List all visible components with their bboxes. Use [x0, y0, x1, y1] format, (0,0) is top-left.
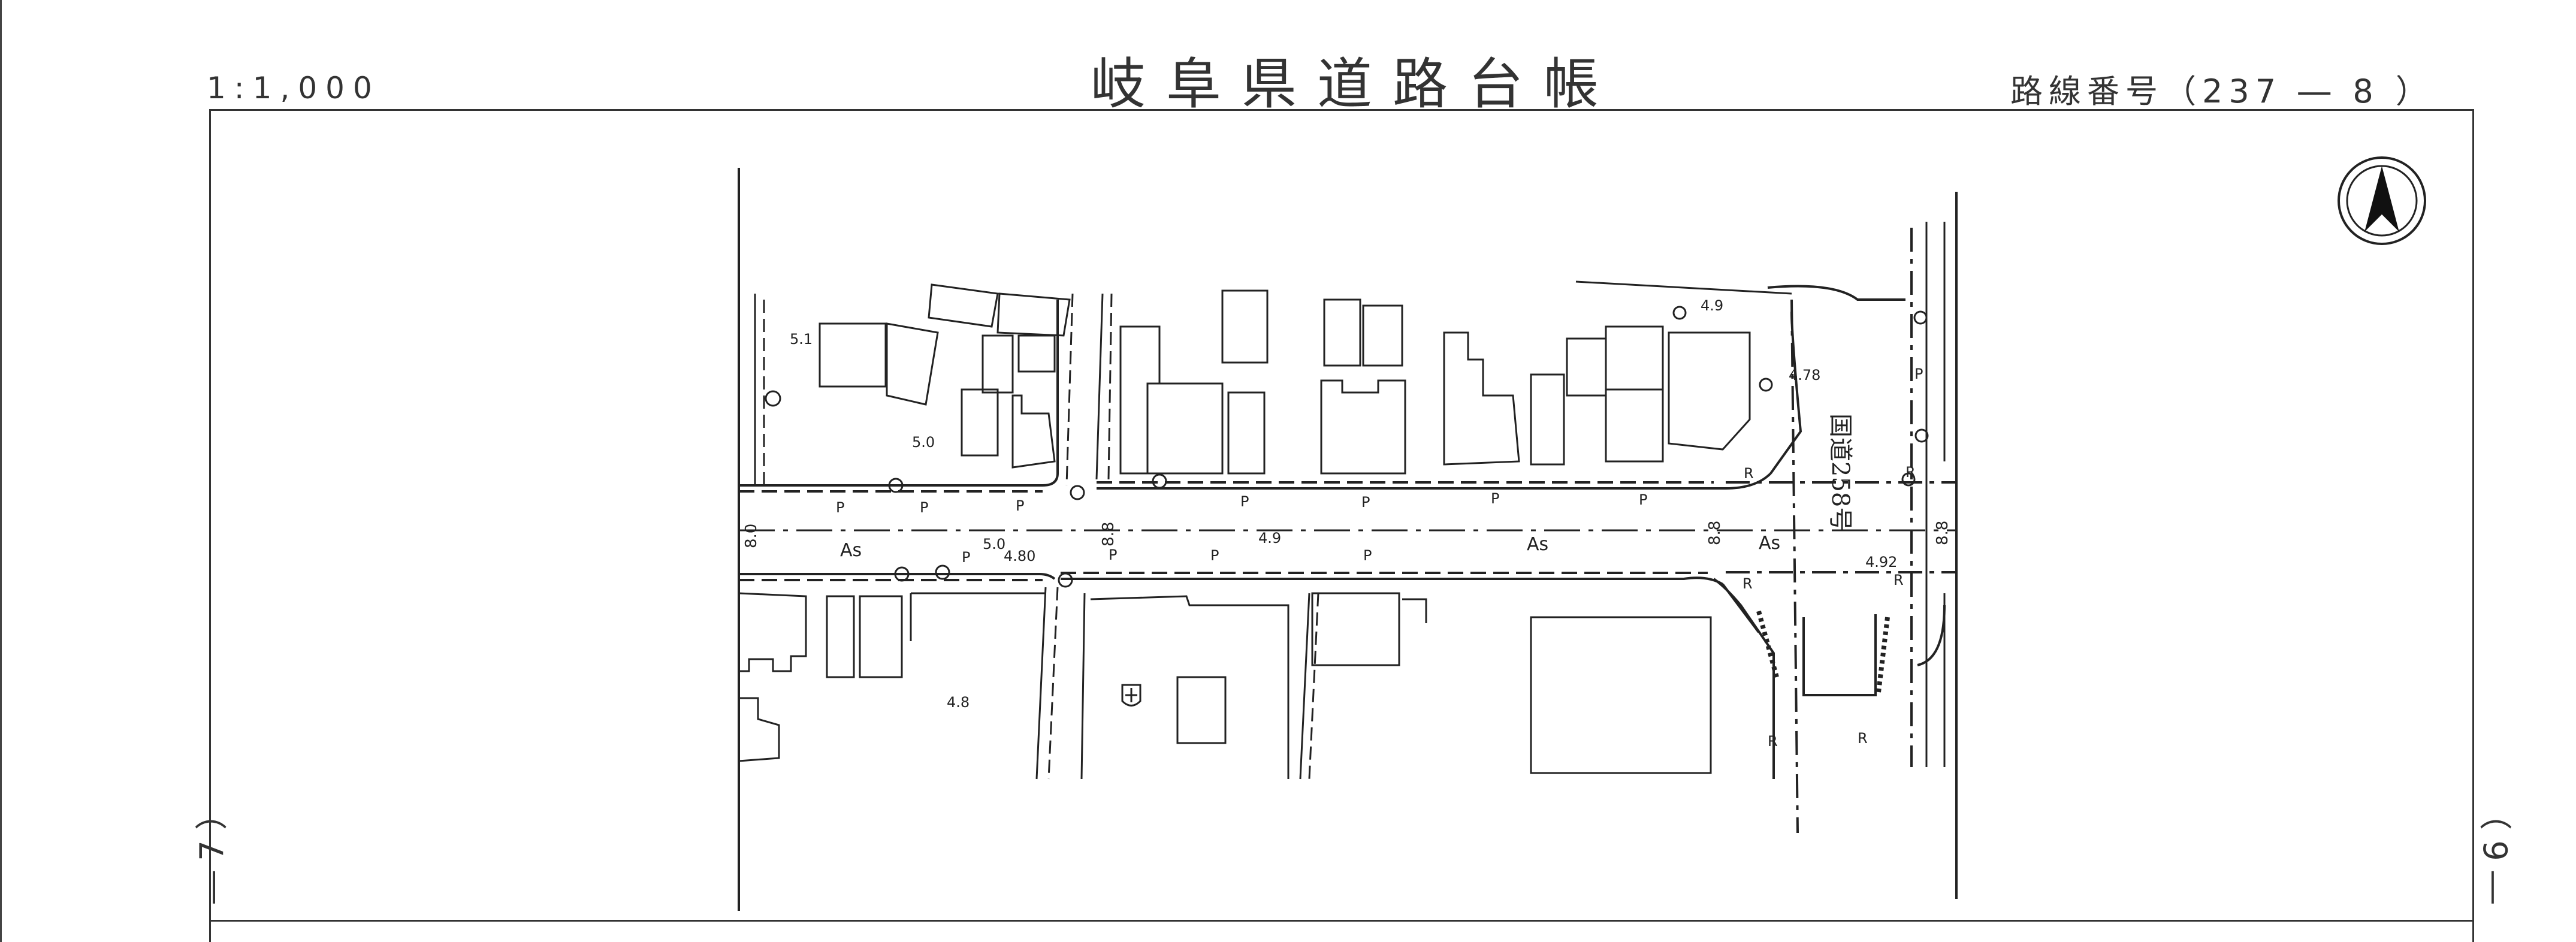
pole-label: P [1914, 366, 1923, 382]
road-width-label: 8.8 [1706, 521, 1724, 545]
pavement-label: As [1759, 533, 1780, 554]
road-width-label: 8.8 [1100, 522, 1118, 547]
pole-label: P [1639, 491, 1647, 508]
elevation-label: 4.9 [1258, 530, 1281, 547]
pole-label: P [1109, 547, 1117, 563]
map-frame-bottom-rule [209, 920, 2474, 922]
pole-label: P [920, 499, 928, 516]
elevation-label: 4.9 [1701, 297, 1723, 314]
road-width-label: 8.8 [1934, 521, 1952, 545]
elevation-label: 4.8 [947, 694, 970, 711]
north-arrow-icon [2338, 156, 2426, 245]
national-road-name: 国道258号 [1826, 413, 1854, 531]
side-roads [754, 293, 1319, 780]
pavement-label: As [840, 540, 862, 561]
elevation-label: 5.1 [790, 331, 813, 348]
pole-label: P [1491, 490, 1499, 507]
elevation-label: 5.0 [912, 434, 935, 451]
pole-label: P [1240, 493, 1249, 510]
pole-label: P [1361, 494, 1370, 511]
pole-label: P [962, 549, 970, 566]
route-number-label: 路線番号（237 ― 8 ） [2010, 73, 2434, 110]
road-marker-label: R [1894, 572, 1904, 588]
elevation-label: 4.80 [1004, 548, 1035, 564]
pole-label: P [1210, 547, 1219, 564]
road-marker-label: R [1743, 575, 1753, 592]
pole-label: P [836, 499, 844, 516]
map-symbols [765, 306, 1929, 707]
main-road [739, 300, 1956, 779]
pavement-label: As [1527, 534, 1548, 555]
road-marker-label: R [1744, 465, 1754, 482]
map-frame [209, 109, 2474, 942]
pole-label: P [1016, 497, 1024, 514]
national-road-258 [1575, 222, 1946, 834]
page-left-edge [0, 0, 2, 942]
pole-label: P [1363, 547, 1372, 564]
document-title: 岐阜県道路台帳 [1091, 52, 1620, 116]
road-marker-label: R [1905, 464, 1916, 481]
buildings-north [819, 283, 1751, 475]
road-marker-label: R [1858, 730, 1868, 747]
road-marker-label: R [1768, 733, 1778, 750]
elevation-label: 5.0 [983, 536, 1005, 552]
map-scale-label: 1:1,000 [207, 71, 380, 105]
elevation-label: 4.92 [1865, 554, 1897, 570]
road-width-label: 8.0 [742, 524, 760, 548]
elevation-label: 4.78 [1789, 367, 1820, 384]
buildings-south [738, 592, 1712, 779]
